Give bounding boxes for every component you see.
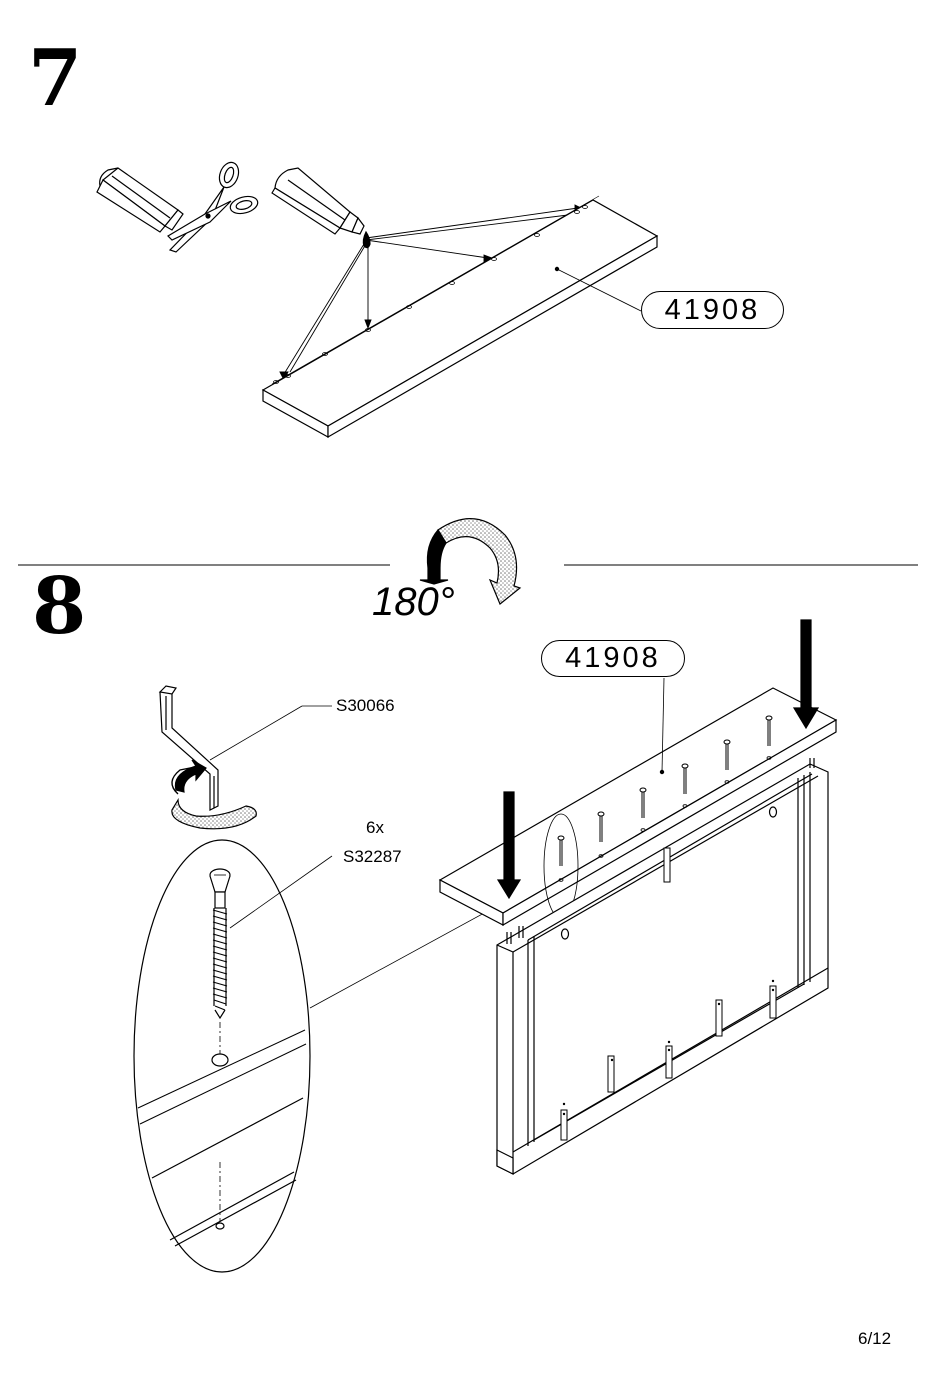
- tool-code-label: S30066: [336, 697, 395, 714]
- tool-leader-line: [210, 706, 302, 760]
- step-number-7: 7: [28, 40, 82, 118]
- glue-tube-icon: [272, 168, 370, 248]
- screw-detail-ellipse: [134, 840, 332, 1272]
- scissors-icon: [168, 160, 260, 252]
- step8-illustration: [134, 620, 836, 1272]
- down-arrow-icon: [794, 620, 818, 728]
- glue-tube-icon: [97, 168, 183, 232]
- rotation-label: 180°: [372, 582, 455, 622]
- allen-key-icon: [160, 686, 256, 829]
- screw-code-label: S32287: [343, 848, 402, 865]
- part-number-label: 41908: [641, 291, 784, 329]
- board-41908: [263, 196, 657, 437]
- page-number: 6/12: [858, 1329, 891, 1349]
- step-number-8: 8: [32, 568, 86, 646]
- step7-illustration: [97, 160, 657, 437]
- screw-quantity-label: 6x: [366, 819, 384, 836]
- part-number-label: 41908: [541, 640, 685, 677]
